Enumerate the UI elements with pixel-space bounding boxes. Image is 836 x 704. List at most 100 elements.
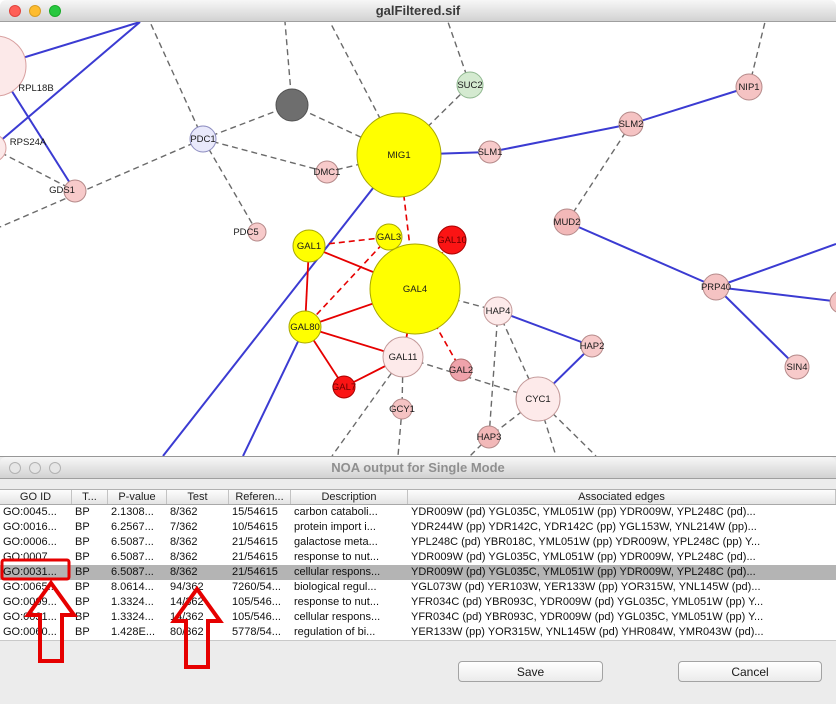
table-cell: BP: [75, 536, 90, 548]
graph-edge-GCY1-offscreen: [397, 408, 403, 456]
graph-node-PDC1[interactable]: [189, 125, 217, 153]
graph-node-MIG1[interactable]: [356, 112, 442, 198]
graph-node-GAL10[interactable]: [437, 225, 467, 255]
table-cell: 6.5087...: [111, 536, 154, 548]
graph-node-EDGE_R[interactable]: [829, 291, 836, 313]
graph-node-GAL1[interactable]: [292, 229, 326, 263]
graph-node-MUD2[interactable]: [553, 208, 581, 236]
table-cell: 6.5087...: [111, 551, 154, 563]
graph-node-RPS24A[interactable]: [0, 134, 7, 162]
column-header-referen[interactable]: Referen...: [229, 490, 291, 504]
noa-window-title: NOA output for Single Mode: [331, 460, 505, 475]
table-cell: galactose meta...: [294, 536, 378, 548]
graph-node-PDC5[interactable]: [247, 222, 267, 242]
table-cell: 1.3324...: [111, 596, 154, 608]
graph-edge-PRP40-EDGE_R: [715, 286, 836, 303]
graph-edge-CYC1-GAL11: [402, 356, 539, 400]
table-cell: 14/362: [170, 596, 204, 608]
column-header-p-value[interactable]: P-value: [108, 490, 167, 504]
save-button[interactable]: Save: [458, 661, 603, 682]
table-cell: GO:0007...: [3, 551, 57, 563]
graph-node-label-MUD2: MUD2: [554, 217, 581, 228]
close-button[interactable]: [9, 5, 21, 17]
graph-node-label-CYC1: CYC1: [525, 394, 550, 405]
table-cell: 8/362: [170, 566, 198, 578]
close-button[interactable]: [9, 462, 21, 474]
noa-window-titlebar[interactable]: NOA output for Single Mode: [0, 457, 836, 479]
table-cell: 7/362: [170, 521, 198, 533]
graph-node-HAP4[interactable]: [483, 296, 513, 326]
graph-node-RPL18B[interactable]: [0, 35, 27, 97]
graph-node-label-RPS24A: RPS24A: [10, 137, 47, 148]
graph-node-SLM1[interactable]: [478, 140, 502, 164]
graph-window-titlebar[interactable]: galFiltered.sif: [0, 0, 836, 22]
zoom-button[interactable]: [49, 5, 61, 17]
column-header-associated-edges[interactable]: Associated edges: [408, 490, 836, 504]
graph-node-label-GAL80: GAL80: [290, 322, 320, 333]
graph-node-GAL4[interactable]: [369, 243, 461, 335]
zoom-button[interactable]: [49, 462, 61, 474]
graph-node-label-MIG1: MIG1: [387, 150, 410, 161]
graph-edge-SLM2-MUD2: [566, 123, 632, 223]
minimize-button[interactable]: [29, 462, 41, 474]
graph-node-GAL3[interactable]: [375, 223, 403, 251]
column-header-test[interactable]: Test: [167, 490, 229, 504]
graph-node-GAL11[interactable]: [382, 336, 424, 378]
table-cell: carbon cataboli...: [294, 506, 378, 518]
graph-node-SLM2[interactable]: [618, 111, 644, 137]
table-cell: 14/362: [170, 611, 204, 623]
graph-node-GAL80[interactable]: [288, 310, 322, 344]
cancel-button[interactable]: Cancel: [678, 661, 822, 682]
column-header-go-id[interactable]: GO ID: [0, 490, 72, 504]
table-cell: BP: [75, 626, 90, 638]
graph-node-HAP2[interactable]: [580, 334, 604, 358]
table-cell: YFR034C (pd) YBR093C, YDR009W (pd) YGL03…: [411, 596, 764, 608]
graph-node-CYC1[interactable]: [515, 376, 561, 422]
table-cell: BP: [75, 611, 90, 623]
graph-edge-PDC5-PDC1: [202, 138, 258, 233]
graph-edge-GAL3-GAL80: [304, 236, 390, 328]
graph-node-label-GAL4: GAL4: [403, 284, 427, 295]
graph-node-GAL2[interactable]: [449, 358, 473, 382]
table-cell: 94/362: [170, 581, 204, 593]
graph-edge-HAP4-HAP3: [488, 310, 499, 438]
graph-node-label-NIP1: NIP1: [738, 82, 759, 93]
table-cell: GO:0060...: [3, 626, 57, 638]
graph-node-SUC2[interactable]: [456, 71, 484, 99]
graph-node-DMC1[interactable]: [315, 160, 339, 184]
graph-node-PRP40[interactable]: [702, 273, 730, 301]
table-cell: 5778/54...: [232, 626, 281, 638]
graph-node-SIN4[interactable]: [784, 354, 810, 380]
graph-node-GAL7[interactable]: [332, 375, 356, 399]
minimize-button[interactable]: [29, 5, 41, 17]
graph-node-NIP1[interactable]: [735, 73, 763, 101]
column-header-t[interactable]: T...: [72, 490, 108, 504]
table-cell: 8/362: [170, 551, 198, 563]
table-cell: GO:0009...: [3, 596, 57, 608]
graph-edge-SLM1-SLM2: [489, 123, 632, 153]
table-cell: YDR009W (pd) YGL035C, YML051W (pp) YDR00…: [411, 506, 756, 518]
table-cell: 80/362: [170, 626, 204, 638]
table-cell: 105/546...: [232, 611, 281, 623]
graph-edge-PDC1-offscreen: [0, 138, 204, 228]
column-header-description[interactable]: Description: [291, 490, 408, 504]
table-cell: 8.0614...: [111, 581, 154, 593]
graph-node-label-GAL7: GAL7: [332, 382, 356, 393]
graph-node-HUB[interactable]: [275, 88, 309, 122]
graph-node-HAP3[interactable]: [477, 425, 501, 449]
table-cell: YDR009W (pd) YGL035C, YML051W (pp) YDR00…: [411, 551, 756, 563]
graph-node-GCY1[interactable]: [391, 398, 413, 420]
graph-node-GDS1[interactable]: [63, 179, 87, 203]
graph-edge-PDC1-offscreen: [149, 22, 204, 140]
